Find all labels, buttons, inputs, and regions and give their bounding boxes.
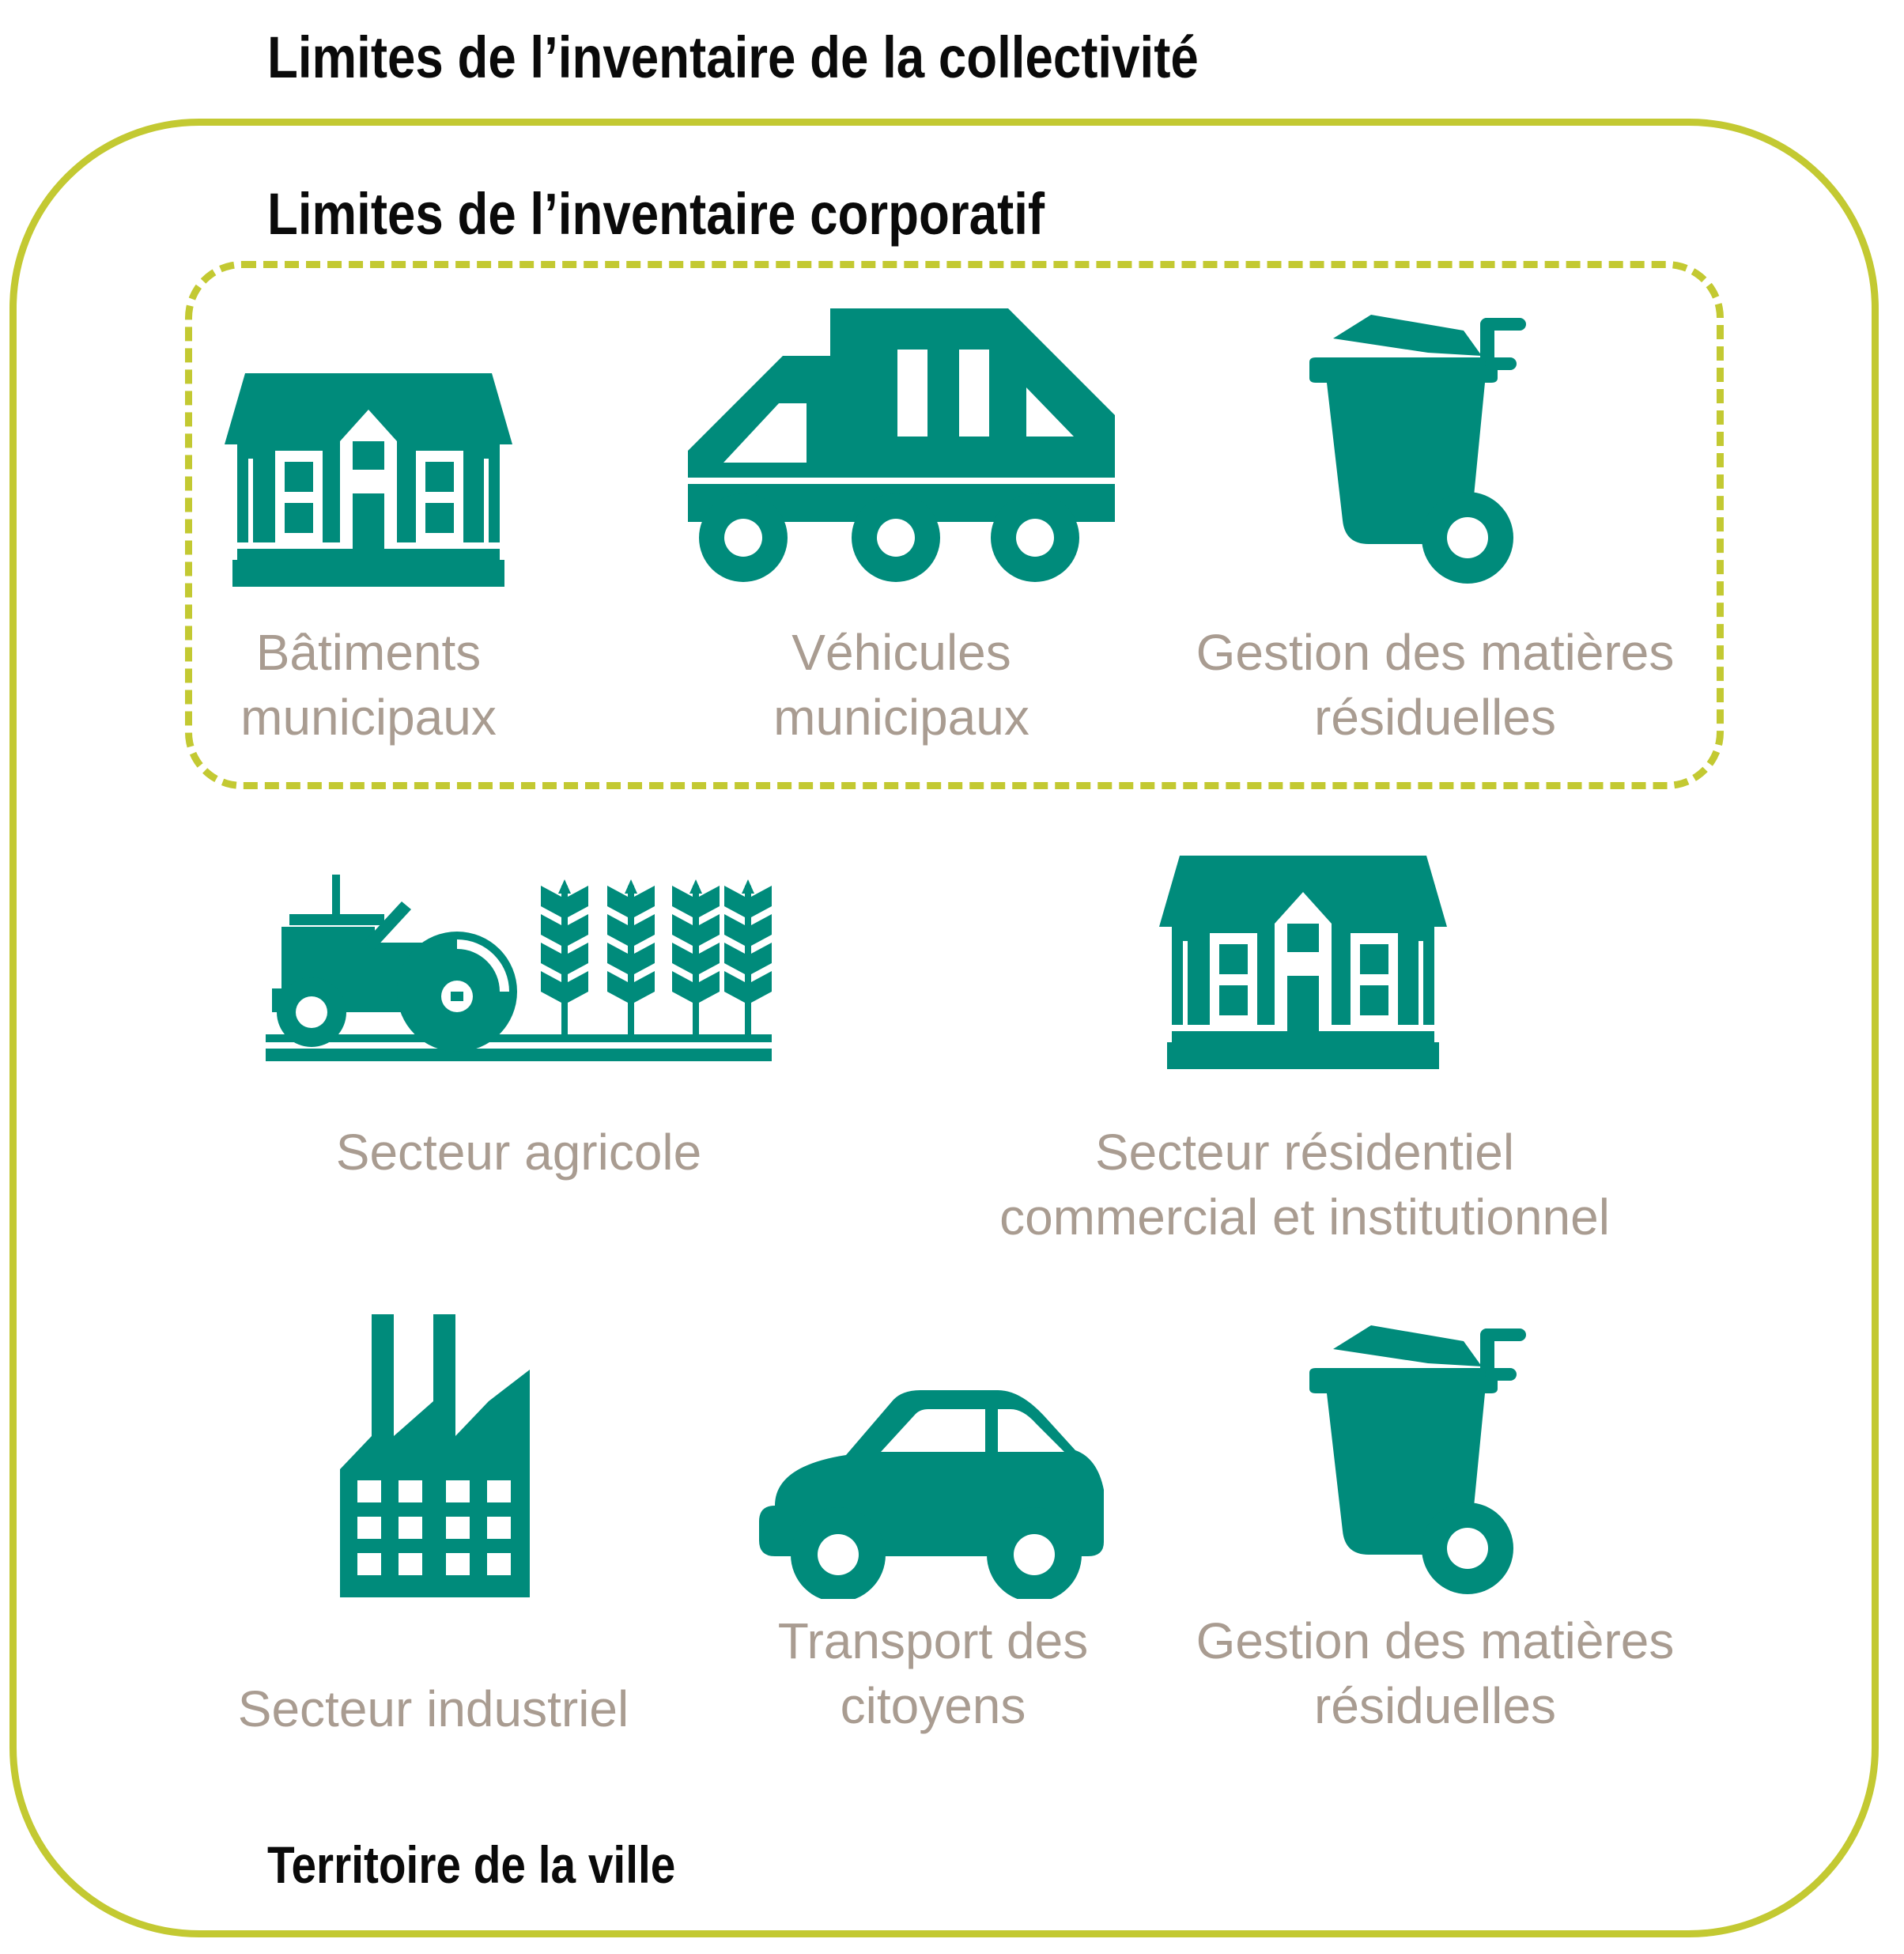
territoire-title: Territoire de la ville [267,1835,676,1894]
corporatif-title: Limites de l’inventaire corporatif [267,181,1045,247]
secteur-residentiel-label: Secteur résidentiel commercial et instit… [999,1124,1610,1245]
vehicules-municipaux-label: Véhicules municipaux [773,624,1029,746]
factory-icon [340,1314,530,1597]
secteur-agricole-label: Secteur agricole [335,1124,702,1181]
batiments-municipaux-label: Bâtiments municipaux [240,624,497,746]
corporatif-boundary [185,261,1724,789]
building-icon [225,373,512,587]
gestion-matieres-collectivite-label: Gestion des matières résiduelles [1196,1612,1675,1734]
waste-bin-icon [1309,1325,1526,1594]
collectivite-title: Limites de l’inventaire de la collectivi… [267,25,1199,90]
tractor-crops-icon [266,875,772,1061]
waste-bin-icon [1309,315,1526,584]
car-icon [759,1390,1104,1599]
truck-icon [688,308,1115,582]
building-icon [1159,856,1447,1069]
secteur-industriel-label: Secteur industriel [237,1680,629,1737]
gestion-matieres-corporatif-label: Gestion des matières résiduelles [1196,624,1675,746]
transport-citoyens-label: Transport des citoyens [777,1612,1089,1734]
collectivite-boundary [9,119,1879,1937]
